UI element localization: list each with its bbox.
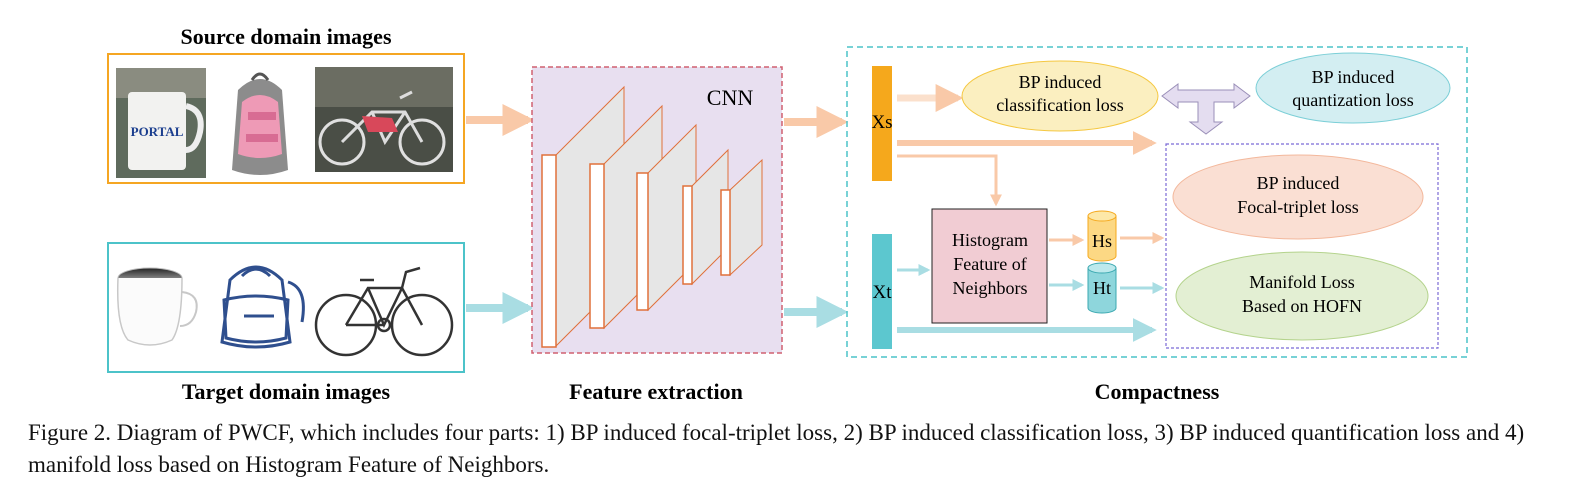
loss-group-frame: [1165, 143, 1439, 349]
histogram-label-line-3: Neighbors: [953, 278, 1028, 298]
source-backpack-image: [214, 66, 306, 178]
focal-triplet-loss-ellipse: [1172, 154, 1424, 240]
source-mug-image: PORTAL: [116, 68, 206, 178]
quantization-loss-line-2: quantization loss: [1292, 90, 1413, 110]
cnn-layer-5: [720, 158, 763, 277]
hs-label: Hs: [1092, 231, 1112, 251]
source-domain-frame: [107, 53, 465, 184]
manifold-loss-line-1: Manifold Loss: [1249, 272, 1355, 292]
classification-loss-ellipse: [961, 60, 1159, 132]
target-bicycle-sketch: [314, 266, 454, 357]
svg-text:PORTAL: PORTAL: [131, 124, 184, 139]
focal-triplet-loss-line-2: Focal-triplet loss: [1237, 197, 1358, 217]
loss-connector-arrow: [1161, 83, 1251, 135]
focal-triplet-loss-line-1: BP induced: [1257, 173, 1340, 193]
compactness-region: [846, 46, 1468, 358]
target-mug-sketch: [116, 267, 198, 346]
classification-loss-line-2: classification loss: [996, 95, 1123, 115]
xt-feature-bar: [872, 234, 892, 349]
cnn-label: CNN: [707, 85, 754, 110]
ht-cylinder: [1087, 262, 1117, 314]
compactness-heading: Compactness: [1095, 379, 1220, 404]
pwcf-diagram: Source domain images Target domain image…: [107, 24, 1468, 404]
histogram-feature-box: [931, 208, 1048, 324]
target-backpack-sketch: [220, 265, 305, 349]
histogram-label-line-1: Histogram: [952, 230, 1028, 250]
target-heading: Target domain images: [182, 379, 391, 404]
feature-extraction-heading: Feature extraction: [569, 379, 743, 404]
manifold-loss-line-2: Based on HOFN: [1242, 296, 1362, 316]
source-bicycle-image: [315, 67, 453, 172]
quantization-loss-ellipse: [1255, 52, 1451, 124]
xt-label: Xt: [873, 282, 893, 303]
source-heading: Source domain images: [180, 24, 391, 49]
quantization-loss-line-1: BP induced: [1312, 67, 1395, 87]
xs-label: Xs: [871, 112, 892, 133]
xs-to-histogram-arrow: [897, 154, 1002, 207]
hs-cylinder: [1087, 210, 1117, 262]
histogram-label-line-2: Feature of: [953, 254, 1026, 274]
figure-caption: Figure 2. Diagram of PWCF, which include…: [28, 420, 1525, 477]
classification-loss-line-1: BP induced: [1019, 72, 1102, 92]
xs-feature-bar: [872, 66, 892, 181]
target-domain-frame: [107, 242, 465, 373]
ht-label: Ht: [1093, 278, 1111, 298]
manifold-loss-ellipse: [1175, 251, 1429, 341]
cnn-layer-4: [682, 148, 729, 286]
